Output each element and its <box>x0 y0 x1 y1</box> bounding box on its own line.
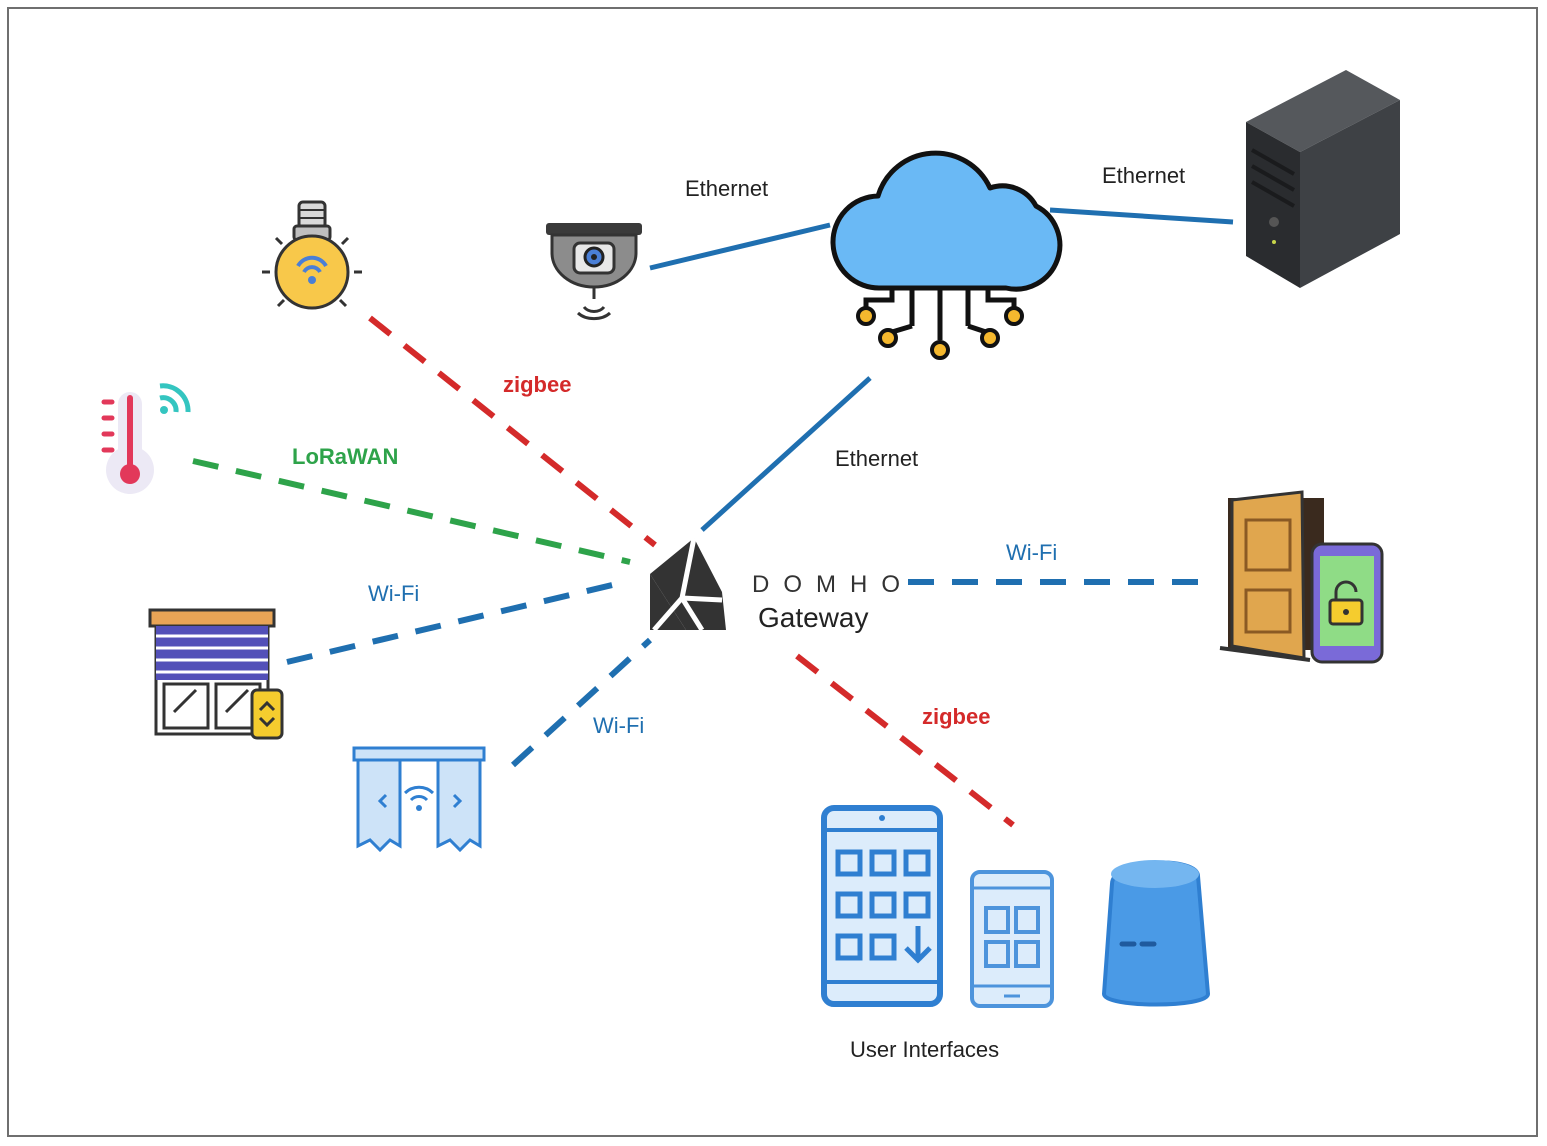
link-shutter-gateway <box>286 579 626 665</box>
link-thermometer-gateway <box>192 458 631 565</box>
gateway-brand: DOMHO <box>752 571 914 598</box>
roller-shutter-icon <box>148 608 284 740</box>
link-gateway-cloud <box>700 376 872 532</box>
server-tower-icon <box>1246 70 1400 288</box>
label-gateway-door: Wi-Fi <box>1006 540 1057 565</box>
link-camera-cloud <box>649 222 831 271</box>
thermometer-icon <box>101 383 191 494</box>
cloud-icon <box>830 150 1063 360</box>
security-camera-icon <box>546 223 642 321</box>
label-curtain-gateway: Wi-Fi <box>593 713 644 738</box>
link-gateway-ui <box>795 653 1015 828</box>
smartphone-icon <box>970 870 1054 1008</box>
smart-speaker-icon <box>1101 860 1211 1007</box>
label-bulb-gateway: zigbee <box>503 372 571 397</box>
label-gateway-cloud: Ethernet <box>835 446 918 471</box>
label-gateway-ui: zigbee <box>922 704 990 729</box>
smart-door-lock-icon <box>1219 490 1384 664</box>
link-curtain-gateway <box>510 637 653 768</box>
user-interfaces-label: User Interfaces <box>850 1037 999 1062</box>
tablet-icon <box>821 805 943 1007</box>
link-cloud-server <box>1049 207 1234 225</box>
gateway-label: Gateway <box>758 602 869 633</box>
gateway-logo-icon <box>650 537 726 632</box>
smart-bulb-icon <box>262 200 362 310</box>
link-bulb-gateway <box>368 315 657 548</box>
label-shutter-gateway: Wi-Fi <box>368 581 419 606</box>
curtain-icon <box>352 746 486 853</box>
label-thermometer-gateway: LoRaWAN <box>292 444 398 469</box>
label-cloud-server: Ethernet <box>1102 163 1185 188</box>
connections <box>192 207 1234 828</box>
label-camera-cloud: Ethernet <box>685 176 768 201</box>
